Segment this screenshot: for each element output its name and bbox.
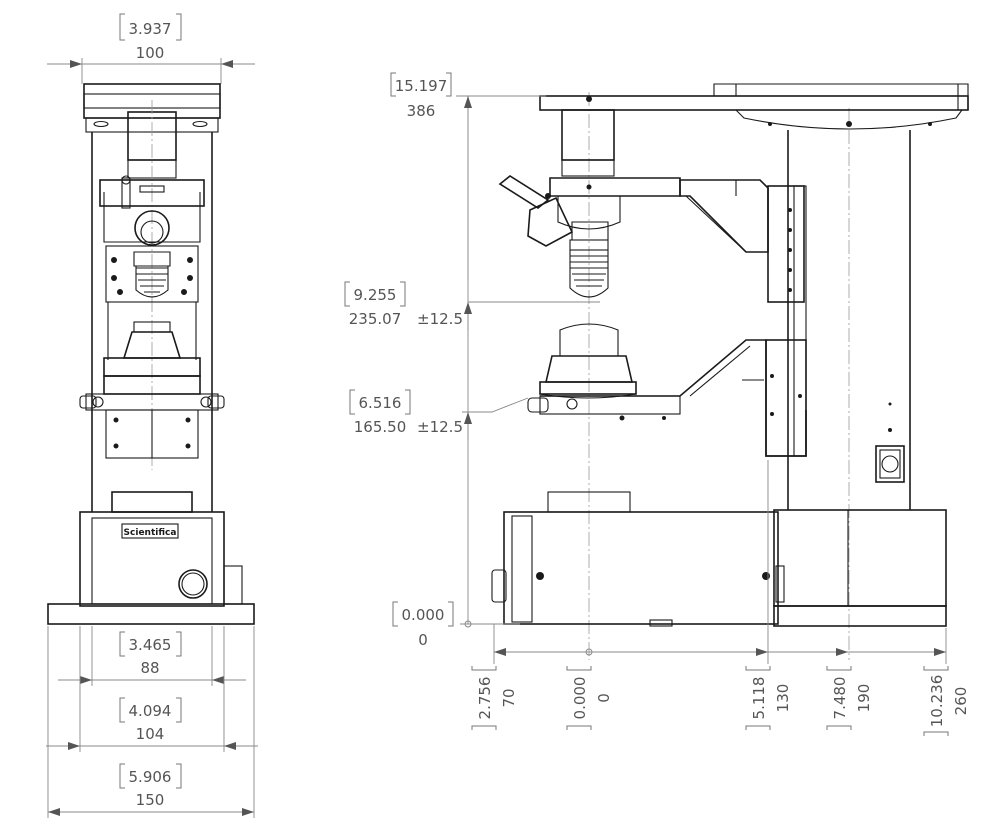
side-top-plate: [539, 83, 969, 130]
hdim-190-mm: 190: [855, 684, 873, 713]
height-0-mm: 0: [418, 631, 428, 649]
height-165-tolerance: ±12.5: [417, 418, 463, 436]
side-objective-housing: [498, 109, 681, 298]
height-165-inch: 6.516: [359, 394, 402, 412]
hdim-190-inch: 7.480: [831, 677, 849, 720]
front-base: Scientifica: [47, 491, 255, 625]
front-total-width-mm: 150: [136, 791, 165, 809]
front-base-width-mm: 104: [136, 725, 165, 743]
side-horizontal-dimensions: 2.756 70 0.000 0 5.118 130 7.480: [471, 460, 970, 736]
hdim-0-inch: 0.000: [571, 677, 589, 720]
front-mid-width-mm: 88: [140, 659, 159, 677]
side-view: 15.197 386 9.255 235.07 ±12.5 6.516 165.…: [344, 72, 970, 736]
height-235-mm: 235.07: [349, 310, 402, 328]
dim-front-mid-width: 3.465 88: [58, 626, 246, 686]
front-top-width-mm: 100: [136, 44, 165, 62]
hdim-0: 0.000 0: [566, 666, 613, 730]
side-upper-arm: [679, 179, 807, 457]
front-base-width-inch: 4.094: [129, 702, 172, 720]
height-0-inch: 0.000: [402, 606, 445, 624]
front-condenser: [79, 302, 225, 459]
hdim-70-inch: 2.756: [476, 677, 494, 720]
dim-front-base-width: 4.094 104: [46, 626, 258, 752]
front-column: [91, 100, 213, 512]
hdim-70-mm: 70: [500, 688, 518, 707]
side-base: [491, 491, 947, 627]
side-condenser: [539, 323, 637, 399]
height-235-tolerance: ±12.5: [417, 310, 463, 328]
height-235-inch: 9.255: [354, 286, 397, 304]
hdim-0-mm: 0: [595, 693, 613, 703]
height-386-mm: 386: [407, 102, 436, 120]
front-total-width-inch: 5.906: [129, 768, 172, 786]
height-165-mm: 165.50: [354, 418, 407, 436]
hdim-260: 10.236 260: [923, 666, 970, 736]
brand-label: Scientifica: [124, 528, 177, 538]
side-height-dimensions: 15.197 386 9.255 235.07 ±12.5 6.516 165.…: [344, 72, 600, 649]
front-top-width-inch: 3.937: [129, 20, 172, 38]
hdim-70: 2.756 70: [471, 666, 518, 730]
height-386-inch: 15.197: [395, 77, 448, 95]
hdim-130: 5.118 130: [745, 666, 792, 730]
hdim-190: 7.480 190: [826, 666, 873, 730]
side-column: [787, 130, 911, 510]
side-lower-arm: [527, 339, 807, 457]
front-nosepiece: [99, 175, 205, 303]
front-mid-width-inch: 3.465: [129, 636, 172, 654]
hdim-260-inch: 10.236: [928, 675, 946, 728]
hdim-260-mm: 260: [952, 687, 970, 716]
hdim-130-inch: 5.118: [750, 677, 768, 720]
front-view: 3.937 100: [46, 13, 258, 818]
hdim-130-mm: 130: [774, 684, 792, 713]
dim-front-top-width: 3.937 100: [47, 13, 255, 84]
dim-front-total-width: 5.906 150: [47, 626, 255, 818]
